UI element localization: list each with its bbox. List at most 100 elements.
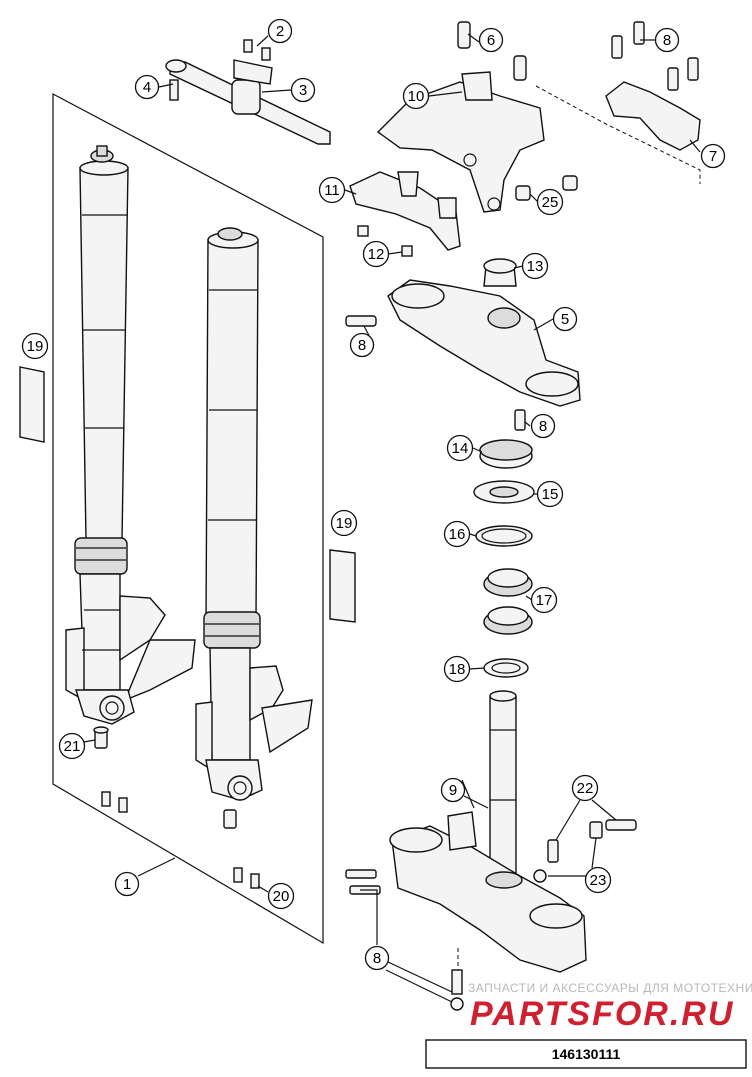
lower-triple-clamp [345,690,637,1011]
sticker-parts [19,366,356,623]
callout-circle [521,252,549,280]
callout-c15: 15 [536,480,564,508]
fork-assembly-boundary [52,93,324,945]
callout-number: 3 [299,82,307,99]
callout-circle [571,774,599,802]
reference-number-box: 146130111 [425,1039,747,1069]
bearing-stack [473,409,535,678]
callout-c8b: 8 [349,332,375,358]
callout-c10: 10 [402,82,430,110]
callout-c2: 2 [267,18,293,44]
callout-number: 8 [358,337,366,354]
callout-c25: 25 [536,188,564,216]
callout-circle [134,74,160,100]
callout-c19a: 19 [21,332,49,360]
callout-circle [530,413,556,439]
callout-c16: 16 [443,520,471,548]
callout-c23: 23 [584,866,612,894]
callout-c9: 9 [440,777,466,803]
left-fork-leg [65,145,196,725]
callout-c22: 22 [571,774,599,802]
callout-number: 14 [452,440,469,457]
callout-circle [330,509,358,537]
callout-c11: 11 [318,176,346,204]
callout-circle [654,27,680,53]
steering-damper [165,39,331,145]
callout-number: 5 [561,311,569,328]
callout-circle [584,866,612,894]
callout-circle [440,777,466,803]
callout-c4: 4 [134,74,160,100]
callout-number: 13 [527,258,544,275]
callout-number: 20 [273,888,290,905]
callout-number: 7 [709,148,717,165]
callout-circle [318,176,346,204]
callout-c12: 12 [362,240,390,268]
callout-c5: 5 [552,306,578,332]
callout-circle [530,586,558,614]
callout-circle [552,306,578,332]
callout-circle [443,655,471,683]
callout-number: 19 [336,515,353,532]
callout-number: 15 [542,486,559,503]
callout-number: 19 [27,338,44,355]
right-fork-leg [195,227,313,801]
callout-c8c: 8 [530,413,556,439]
callout-c3: 3 [290,77,316,103]
callout-number: 8 [539,418,547,435]
callout-circle [478,27,504,53]
callout-bubbles: 1234567888891011121314151617181919202122… [21,18,726,971]
callout-number: 1 [123,876,131,893]
watermark-brand: PARTSFOR.RU [470,995,734,1033]
callout-number: 18 [449,661,466,678]
callout-number: 22 [577,780,594,797]
callout-circle [114,871,140,897]
callout-circle [58,732,86,760]
handlebar-bracket [535,21,701,184]
callout-circle [443,520,471,548]
callout-number: 10 [408,88,425,105]
callout-c14: 14 [446,434,474,462]
callout-number: 25 [542,194,559,211]
callout-number: 6 [487,32,495,49]
callout-number: 2 [276,23,284,40]
callout-number: 21 [64,738,81,755]
callout-number: 4 [143,79,151,96]
callout-circle [364,945,390,971]
callout-c18: 18 [443,655,471,683]
callout-number: 8 [663,32,671,49]
watermark: ЗАПЧАСТИ И АКСЕССУАРЫ ДЛЯ МОТОТЕХНИКИ PA… [468,981,752,1033]
callout-circle [536,480,564,508]
upper-triple-clamp [345,258,581,407]
callout-circle [349,332,375,358]
callout-circle [402,82,430,110]
fork-small-bolts [93,726,260,889]
callout-circle [446,434,474,462]
callout-circle [267,882,295,910]
callout-number: 23 [590,872,607,889]
callout-circle [362,240,390,268]
leader-lines [83,33,701,1003]
callout-c8d: 8 [364,945,390,971]
callout-number: 16 [449,526,466,543]
callout-c7: 7 [700,143,726,169]
callout-circle [267,18,293,44]
callout-circle [290,77,316,103]
callout-c17: 17 [530,586,558,614]
callout-c1: 1 [114,871,140,897]
callout-c21: 21 [58,732,86,760]
callout-circle [536,188,564,216]
callout-number: 11 [324,182,340,199]
callout-number: 12 [368,246,385,263]
upper-clamp-bracket [349,21,578,257]
callout-circle [700,143,726,169]
callout-c19b: 19 [330,509,358,537]
callout-number: 17 [536,592,553,609]
callout-number: 9 [449,782,457,799]
callout-c13: 13 [521,252,549,280]
watermark-tagline: ЗАПЧАСТИ И АКСЕССУАРЫ ДЛЯ МОТОТЕХНИКИ [468,981,752,995]
callout-c8a: 8 [654,27,680,53]
callout-circle [21,332,49,360]
callout-number: 8 [373,950,381,967]
